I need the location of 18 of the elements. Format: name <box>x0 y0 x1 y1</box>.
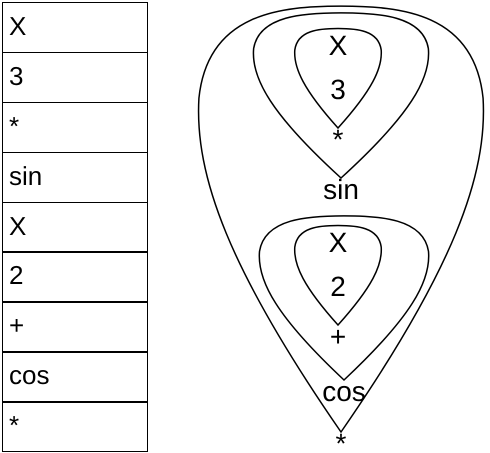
stack-cell: X <box>2 2 148 54</box>
operand-label: X <box>328 32 348 60</box>
stack-cell: sin <box>2 152 148 204</box>
operand-label: X <box>328 229 348 257</box>
operator-label: + <box>330 323 346 351</box>
operator-label: sin <box>323 176 359 204</box>
stack-cell: X <box>2 202 148 253</box>
stack-cell: * <box>2 102 148 154</box>
operator-label: cos <box>322 378 366 406</box>
stack-cell: + <box>2 301 148 353</box>
operand-label: 3 <box>330 76 346 104</box>
stack-cell: * <box>2 401 148 452</box>
operator-label: * <box>332 126 344 154</box>
operand-label: 2 <box>330 273 346 301</box>
stack-cell: 3 <box>2 52 148 104</box>
stack-cell: 2 <box>2 251 148 303</box>
stack-cell: cos <box>2 351 148 403</box>
operator-label: * <box>336 430 346 453</box>
